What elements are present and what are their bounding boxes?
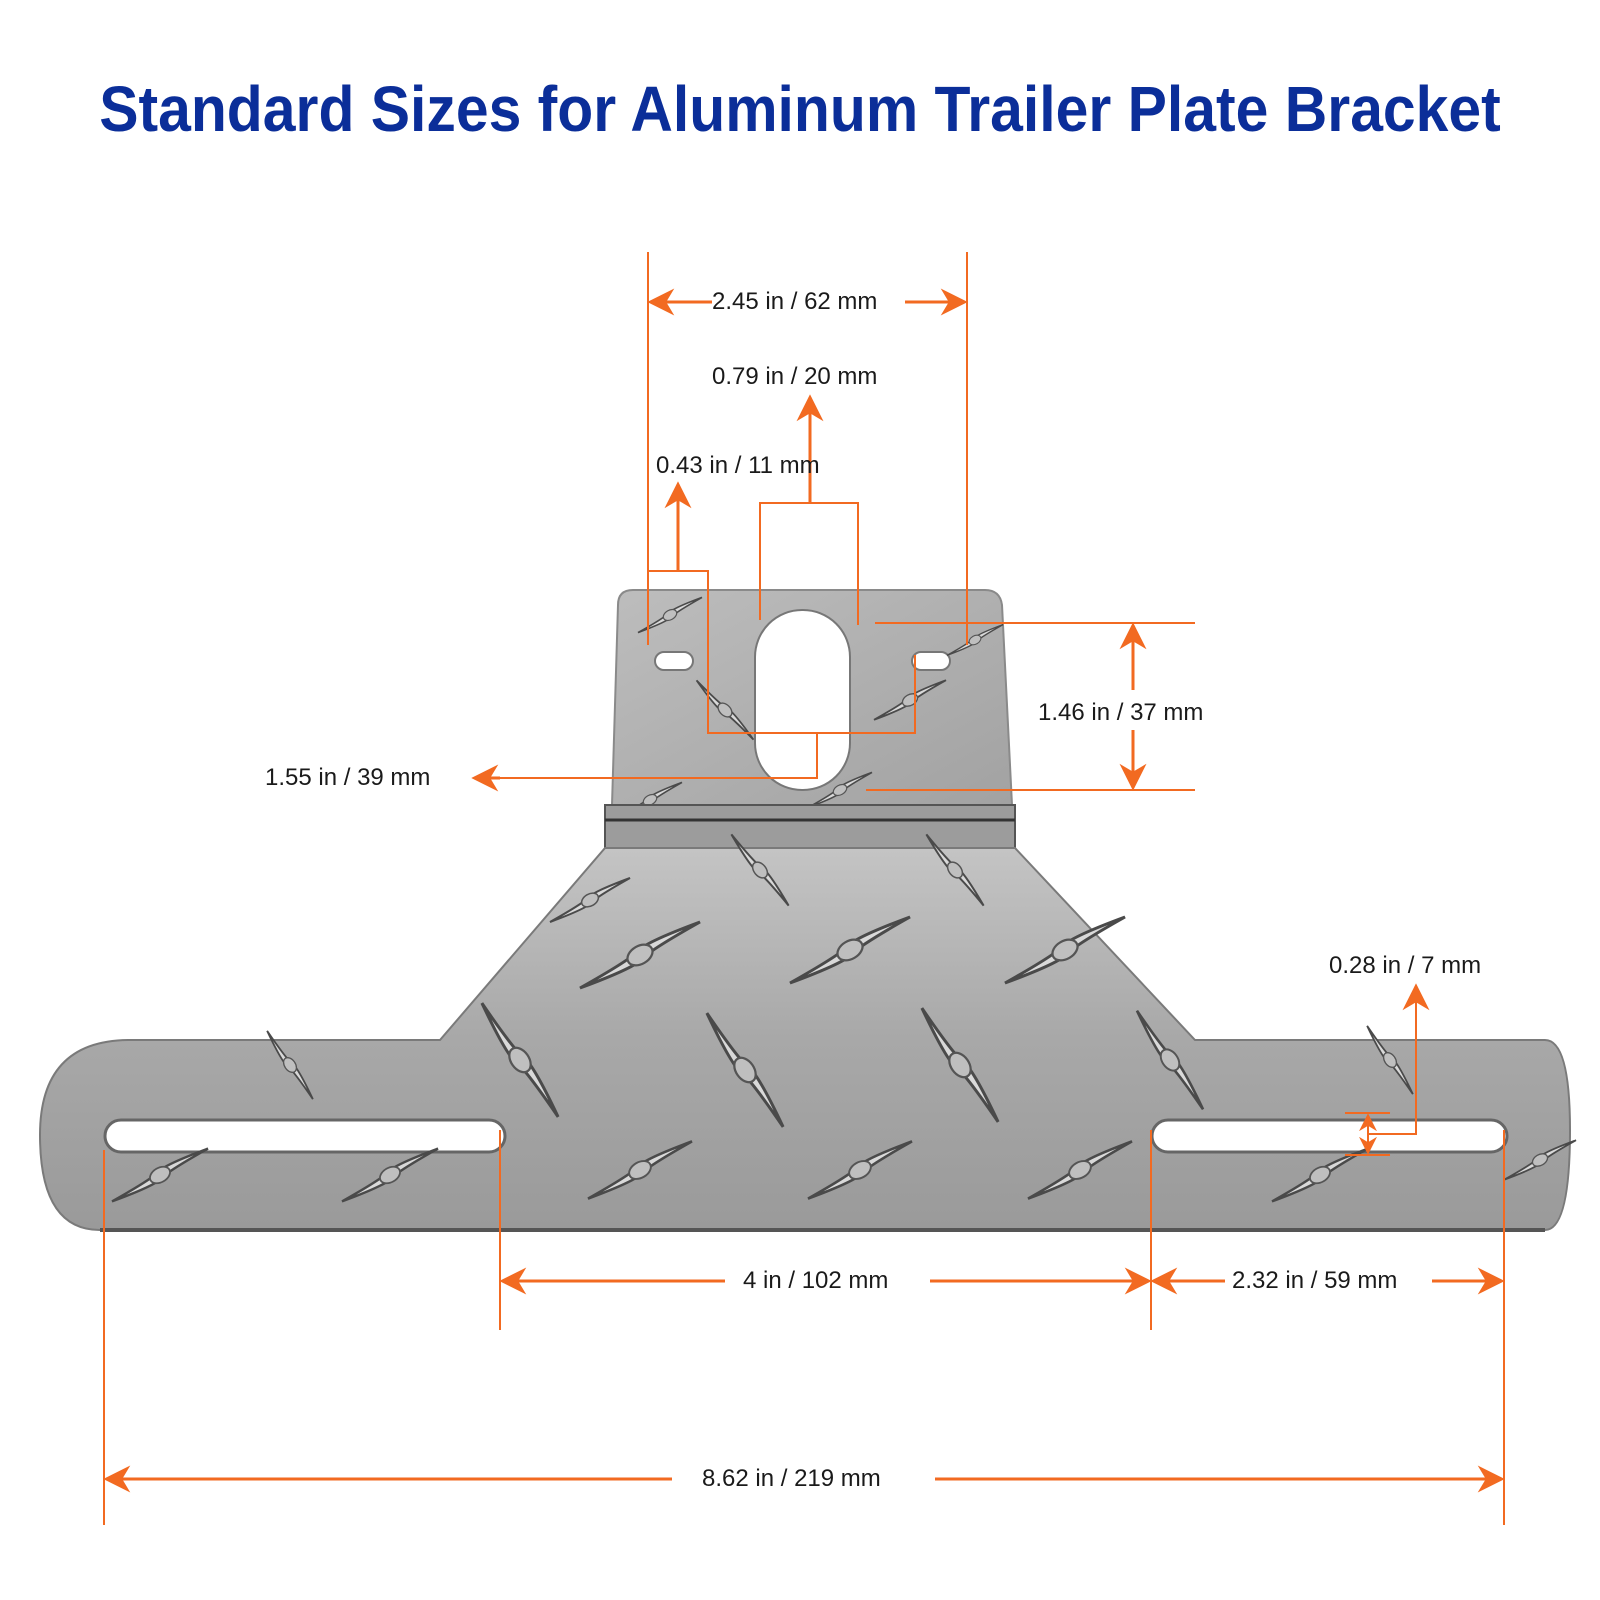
right-slot — [1150, 1118, 1509, 1154]
left-slot — [103, 1118, 507, 1154]
label-center-slot-height: 1.55 in / 39 mm — [265, 764, 431, 791]
center-slot — [754, 609, 851, 791]
small-hole-left — [654, 651, 694, 671]
label-small-hole-width: 0.43 in / 11 mm — [656, 452, 820, 479]
label-overall-length: 8.62 in / 219 mm — [702, 1465, 881, 1492]
label-side-slot-length: 2.32 in / 59 mm — [1232, 1267, 1398, 1294]
label-center-slot-width: 0.79 in / 20 mm — [712, 363, 878, 390]
label-slot-gap: 4 in / 102 mm — [743, 1267, 889, 1294]
label-top-hole-spacing: 2.45 in / 62 mm — [712, 288, 878, 315]
label-top-tab-height: 1.46 in / 37 mm — [1038, 699, 1204, 726]
main-plate — [38, 825, 1577, 1232]
top-tab — [610, 589, 1014, 819]
page-title: Standard Sizes for Aluminum Trailer Plat… — [99, 73, 1501, 145]
label-side-slot-height: 0.28 in / 7 mm — [1329, 952, 1482, 979]
small-hole-right — [911, 651, 951, 671]
dimension-lines — [103, 252, 1505, 1525]
